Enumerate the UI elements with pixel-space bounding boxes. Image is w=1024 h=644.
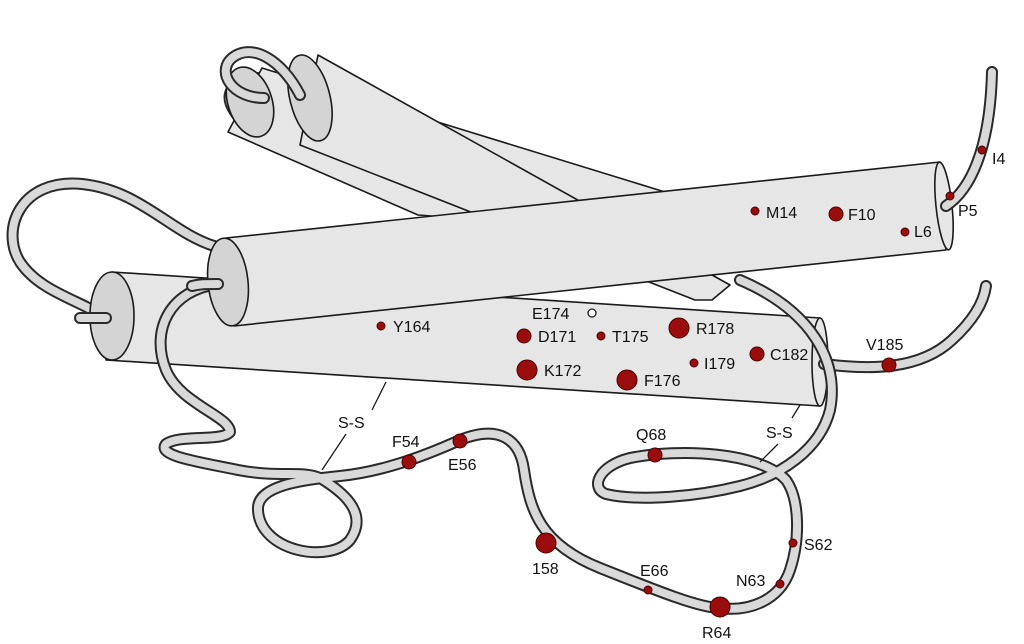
residue-k172: K172	[516, 359, 581, 381]
residue-r64: R64	[702, 596, 731, 642]
residue-r178: R178	[668, 317, 734, 339]
residue-marker	[535, 532, 557, 554]
residue-label: D171	[538, 329, 576, 346]
residue-marker	[977, 145, 987, 155]
residue-marker	[689, 358, 699, 368]
residue-t175: T175	[596, 329, 649, 346]
disulfide-bond-left: S-S	[321, 381, 387, 471]
residue-label: I4	[992, 151, 1005, 168]
residue-label: K172	[544, 363, 581, 380]
residue-i179: I179	[689, 356, 735, 373]
residue-label: L6	[914, 224, 932, 241]
residue-i4: I4	[977, 145, 1005, 168]
residue-label: F10	[848, 207, 876, 224]
residue-marker	[749, 346, 765, 362]
loop-right-c-term	[818, 280, 992, 374]
residue-y164: Y164	[376, 319, 430, 336]
residue-marker	[775, 579, 785, 589]
residue-marker	[401, 454, 417, 470]
residue-c182: C182	[749, 346, 808, 364]
residue-marker	[376, 321, 386, 331]
residue-label: E66	[640, 563, 669, 580]
residue-label: E56	[448, 457, 477, 474]
residue-label: F176	[644, 373, 681, 390]
residue-marker	[881, 357, 897, 373]
residue-s62: S62	[788, 537, 833, 554]
residue-label: S62	[804, 537, 833, 554]
residue-label: E174	[532, 306, 569, 323]
residue-label: Y164	[393, 319, 430, 336]
disulfide-label: S-S	[766, 425, 793, 442]
residue-marker	[750, 206, 760, 216]
residue-q68: Q68	[636, 427, 666, 463]
loop-front-entry	[74, 278, 224, 324]
residue-label: N63	[736, 573, 765, 590]
loop-left	[6, 177, 220, 324]
residue-v185: V185	[866, 337, 903, 373]
residue-label: R178	[696, 321, 734, 338]
residue-e174: E174	[532, 306, 597, 323]
residue-marker	[668, 317, 690, 339]
residue-marker	[647, 447, 663, 463]
residue-marker	[596, 331, 606, 341]
residue-markers: I4 P5 L6 F10 M14 E174 Y164 D171	[376, 145, 1005, 642]
loop-bottom	[154, 278, 726, 614]
loop-n-term	[940, 66, 998, 212]
residue-f54: F54	[392, 434, 420, 470]
residue-n63: N63	[736, 573, 785, 590]
residue-d171: D171	[516, 328, 576, 346]
residue-marker	[643, 585, 653, 595]
residue-label: P5	[958, 203, 978, 220]
residue-marker	[616, 369, 638, 391]
residue-e66: E66	[640, 563, 669, 595]
residue-158: 158	[532, 532, 559, 578]
residue-p5: P5	[945, 191, 978, 220]
residue-l6: L6	[900, 224, 932, 241]
disulfide-label: S-S	[338, 415, 365, 432]
residue-label: R64	[702, 625, 731, 642]
residue-marker	[900, 227, 910, 237]
residue-label: T175	[612, 329, 649, 346]
residue-marker	[516, 359, 538, 381]
residue-m14: M14	[750, 205, 797, 222]
disulfide-bond-right: S-S	[759, 404, 801, 463]
residue-marker	[452, 433, 468, 449]
residue-marker	[788, 538, 798, 548]
residue-e56: E56	[448, 433, 477, 474]
residue-label: F54	[392, 434, 420, 451]
residue-marker	[516, 328, 532, 344]
residue-label: I179	[704, 356, 735, 373]
residue-label: 158	[532, 561, 559, 578]
residue-label: C182	[770, 347, 808, 364]
residue-label: Q68	[636, 427, 666, 444]
residue-marker	[709, 596, 731, 618]
residue-label: M14	[766, 205, 797, 222]
residue-f10: F10	[828, 206, 876, 224]
residue-label: V185	[866, 337, 903, 354]
residue-marker	[828, 206, 844, 222]
residue-marker	[945, 191, 955, 201]
residue-f176: F176	[616, 369, 681, 391]
helix-front	[206, 161, 954, 327]
residue-marker	[587, 308, 597, 318]
